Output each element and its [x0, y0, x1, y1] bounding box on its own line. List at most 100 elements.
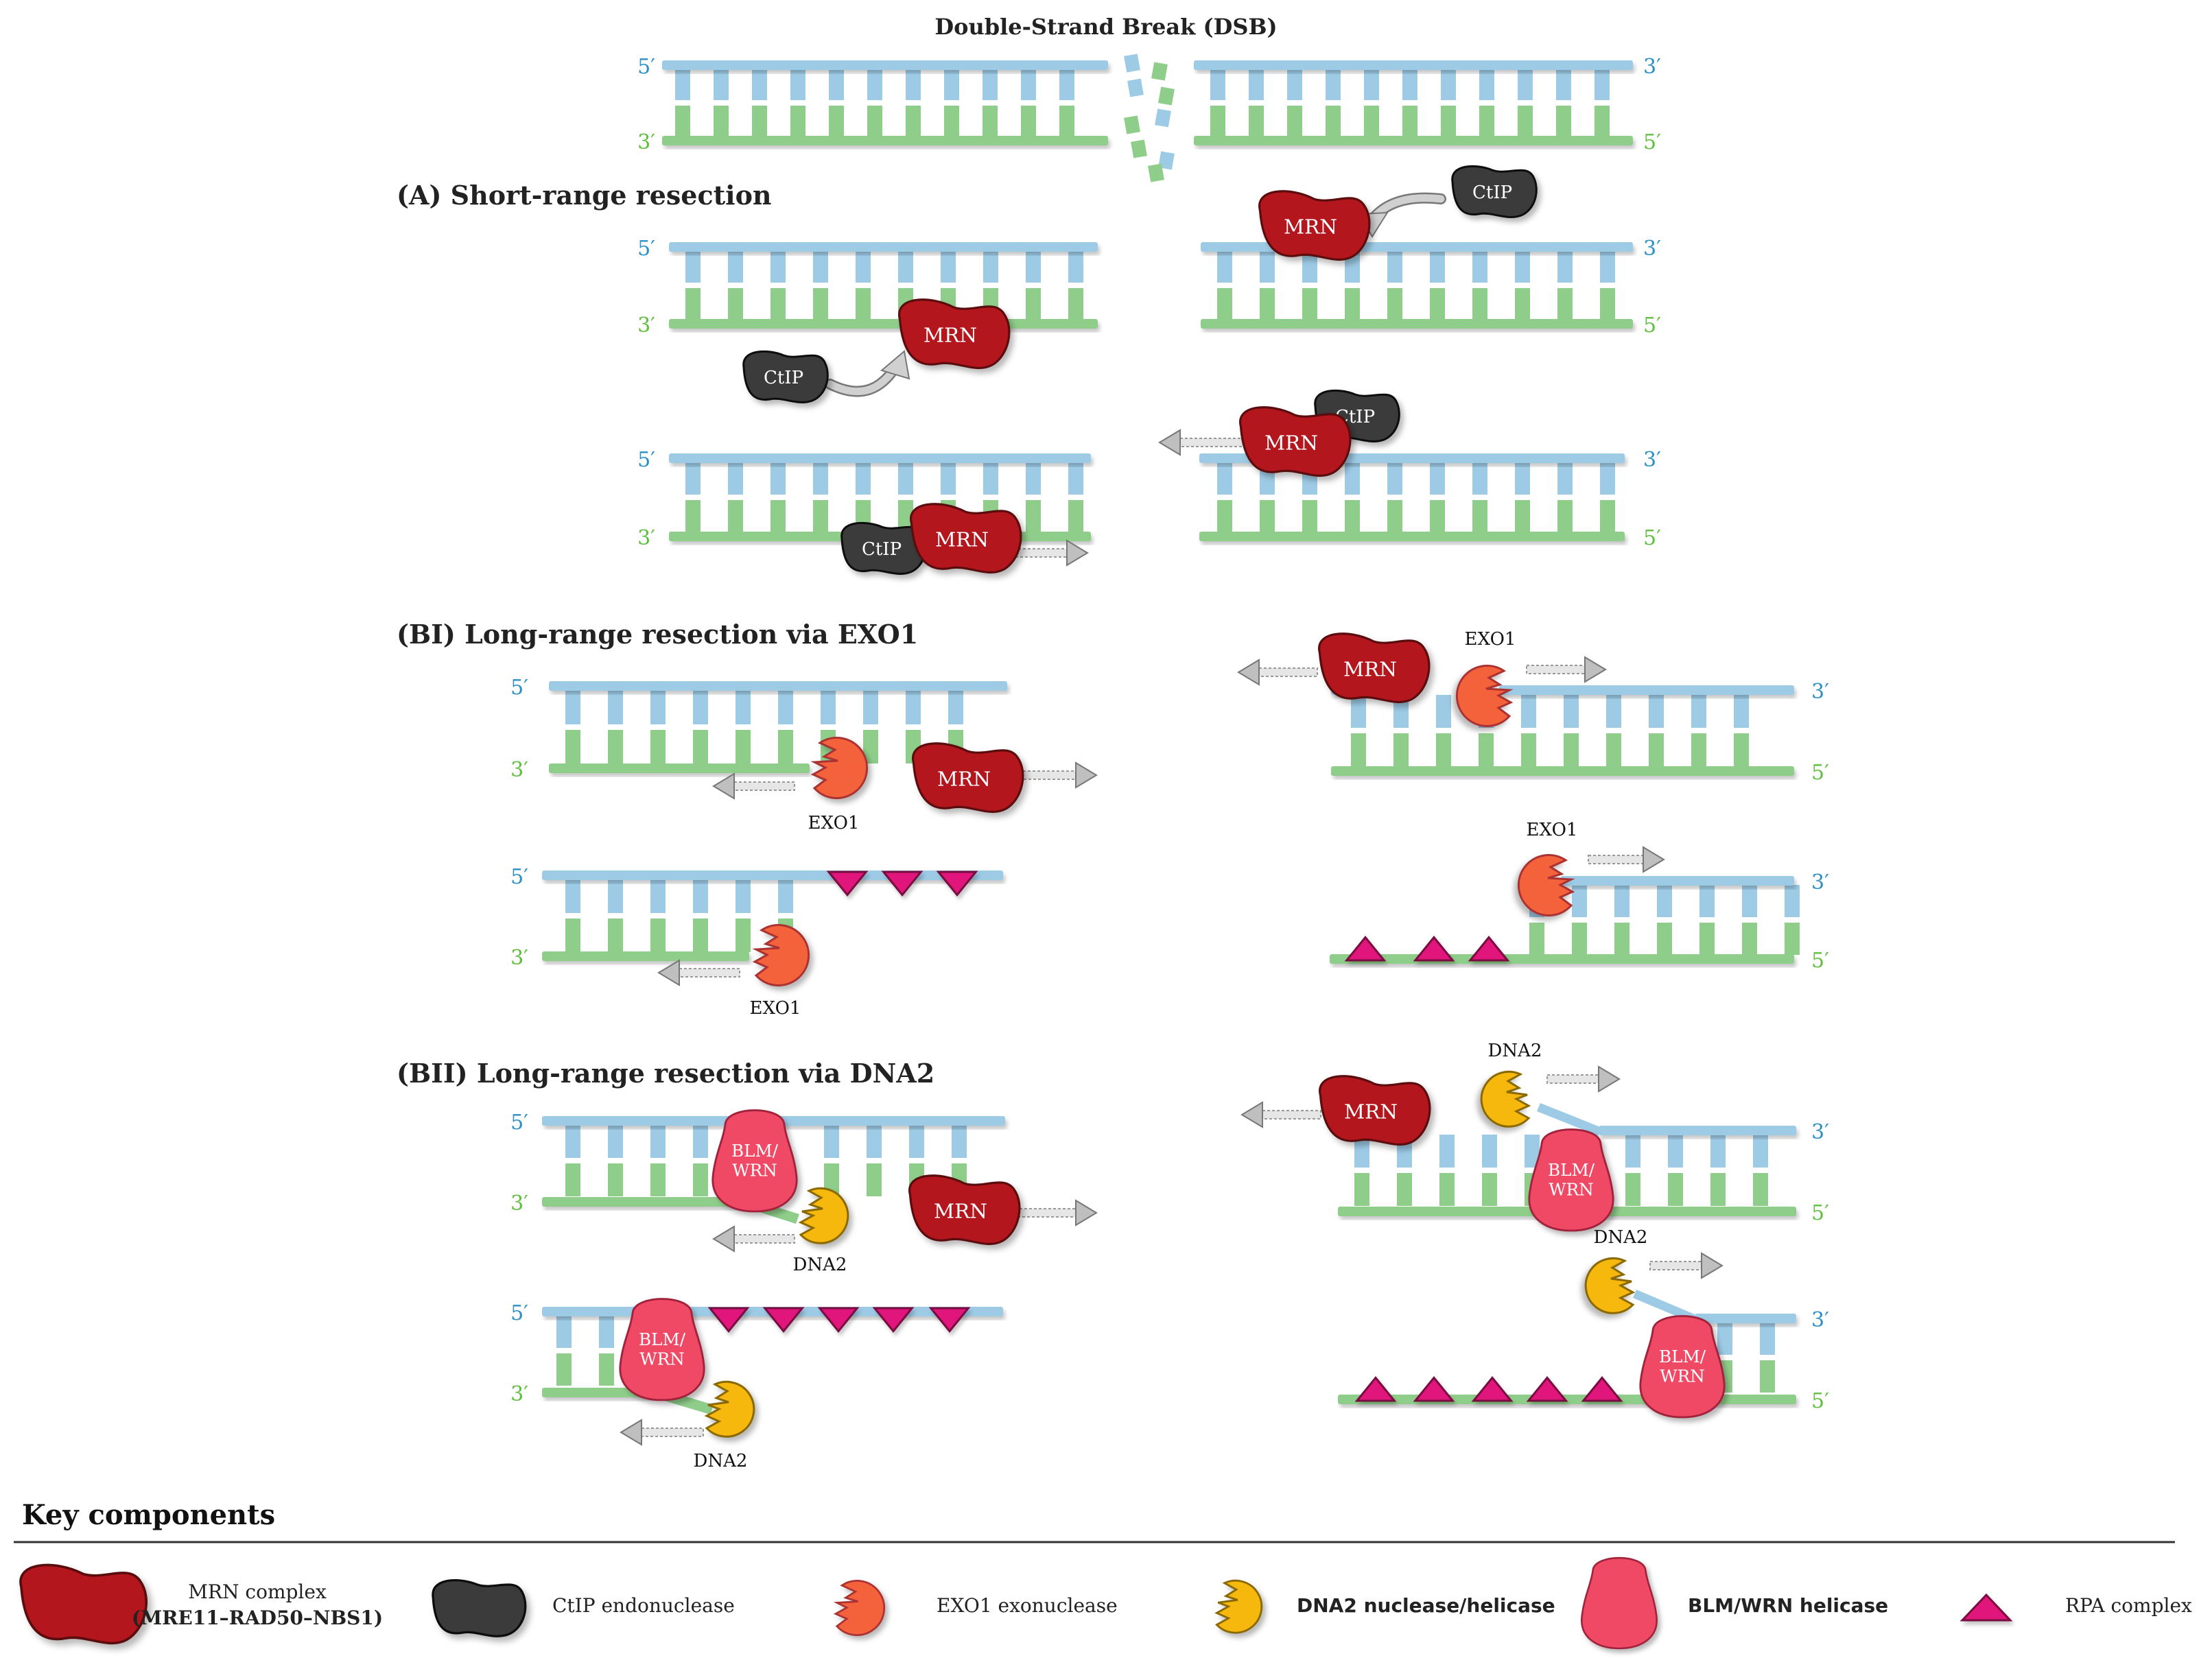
bi1-right-top-strand: [1499, 685, 1794, 695]
bi2-left-exo1: [753, 923, 810, 986]
key-ctip-blob-shape: [432, 1578, 527, 1637]
bi2-right-rung-bottom: [1572, 923, 1587, 955]
bii2-left-rung-bottom: [599, 1353, 614, 1386]
exo1-label: EXO1: [1465, 629, 1516, 650]
section-bii-heading: (BII) Long-range resection via DNA2: [397, 1058, 934, 1089]
blm-label-line1: BLM/: [1548, 1160, 1595, 1180]
strand-end-label: 5′: [637, 237, 655, 261]
bii1-right-rung-top: [1482, 1135, 1497, 1168]
curved-arrow-head: [880, 350, 910, 380]
bii2-right-arrow-right-icon: [1649, 1252, 1723, 1279]
exo1-label: EXO1: [808, 813, 860, 833]
strand-end-label: 5′: [1811, 761, 1829, 785]
bii1-left-rung-bottom: [565, 1163, 580, 1196]
bii1-right-rung-top: [1625, 1135, 1640, 1168]
bii1-left-rung-bottom: [650, 1163, 666, 1196]
dsb-left-rung-top: [675, 70, 690, 100]
arrow-head: [620, 1419, 642, 1446]
key-dna2-pacman-icon: [1215, 1579, 1263, 1634]
dsb-right-rung-bottom: [1287, 106, 1302, 136]
bii2-left-rpa-4: [928, 1307, 971, 1333]
dsb-left-rung-bottom: [714, 106, 729, 136]
a1-right-rung-bottom: [1472, 288, 1487, 319]
strand-end-label: 3′: [1811, 1120, 1829, 1144]
a1-left-rung-bottom: [770, 288, 786, 319]
ctip-label: CtIP: [862, 539, 902, 560]
broken-fragment: [1124, 115, 1140, 134]
a2-left-rung-top: [685, 463, 701, 495]
dsb-left-rung-bottom: [867, 106, 882, 136]
bii1-left-rung-top: [909, 1125, 924, 1158]
a2-right-rung-bottom: [1217, 500, 1232, 532]
dsb-right-rung-top: [1326, 70, 1341, 100]
bi2-left-rung-top: [693, 879, 708, 913]
bi1-right-rung-top: [1436, 695, 1451, 728]
bi1-left-rung-top: [906, 691, 921, 724]
bi2-left-rung-top: [736, 879, 751, 913]
bii1-right-rung-top: [1354, 1135, 1369, 1168]
bii1-right-rung-bottom: [1439, 1173, 1455, 1206]
bi2-left-rpa-0: [826, 871, 869, 897]
bi2-right-rung-top: [1657, 885, 1672, 917]
a1-right-rung-bottom: [1430, 288, 1445, 319]
bi1-left-rung-bottom: [650, 730, 666, 763]
mrn-label: MRN: [923, 324, 977, 347]
bi1-left-rung-bottom: [693, 730, 708, 763]
bi1-right-rung-bottom: [1479, 733, 1494, 766]
dsb-right-rung-top: [1249, 70, 1264, 100]
broken-fragment: [1155, 108, 1171, 128]
bi1-left-arrow-left-icon: [712, 772, 795, 800]
bii1-left-rung-bottom: [608, 1163, 623, 1196]
bi1-right-rung-top: [1734, 695, 1749, 728]
strand-end-label: 3′: [1811, 871, 1829, 895]
a1-left-rung-bottom: [856, 288, 871, 319]
key-exo1-pacman-shape: [834, 1580, 886, 1636]
bi2-right-bottom-strand: [1330, 954, 1794, 964]
a1-right-rung-top: [1430, 252, 1445, 283]
broken-fragment: [1131, 139, 1147, 158]
bi1-left-bottom-strand-a: [549, 763, 810, 773]
strand-end-label: 5′: [1643, 130, 1661, 154]
a2-right-rung-top: [1600, 463, 1615, 495]
bi2-right-rpa-0: [1344, 936, 1387, 962]
bii1-right-rung-bottom: [1482, 1173, 1497, 1206]
bi2-right-rung-bottom: [1529, 923, 1544, 955]
dsb-right-rung-top: [1441, 70, 1456, 100]
bi2-left-rpa-1: [881, 871, 923, 897]
arrow-shaft: [1649, 1261, 1702, 1270]
strand-end-label: 3′: [1811, 1308, 1829, 1332]
a2-right-rung-top: [1430, 463, 1445, 495]
bi1-left-rung-top: [608, 691, 623, 724]
bi1-left-rung-top: [863, 691, 878, 724]
page-title: Double-Strand Break (DSB): [934, 14, 1277, 40]
strand-end-label: 3′: [1643, 448, 1661, 472]
dsb-right-rung-bottom: [1479, 106, 1494, 136]
dna2-label: DNA2: [694, 1451, 748, 1471]
bi2-right-arrow-right-icon: [1588, 846, 1665, 873]
bi1-left-top-strand: [549, 681, 1007, 691]
bii1-left-rung-bottom: [867, 1163, 882, 1196]
arrow-shaft: [1546, 1074, 1599, 1084]
dsb-left-rung-bottom: [790, 106, 805, 136]
key-mrn-blob-icon: [19, 1563, 148, 1645]
bi2-right-rung-top: [1785, 885, 1800, 917]
bii2-right-rpa-4: [1581, 1376, 1623, 1402]
bii2-right-top-strand: [1695, 1314, 1796, 1323]
a1-left-mrn: MRN: [897, 298, 1011, 370]
strand-end-label: 5′: [1811, 1201, 1829, 1225]
a2-left-rung-bottom: [728, 500, 743, 532]
a2-right-rung-bottom: [1600, 500, 1615, 532]
arrow-head: [1701, 1252, 1723, 1279]
bii1-right-rung-top: [1668, 1135, 1683, 1168]
strand-end-label: 3′: [637, 130, 655, 154]
broken-fragment: [1124, 54, 1140, 73]
broken-fragment: [1148, 163, 1164, 182]
arrow-shaft: [1588, 855, 1644, 864]
bii2-left-rung-top: [599, 1316, 614, 1348]
exo1-pacman-shape: [753, 923, 810, 986]
a1-left-ctip: CtIP: [742, 350, 829, 404]
a1-left-rung-bottom: [685, 288, 701, 319]
bi1-right-rung-bottom: [1351, 733, 1366, 766]
a2-right-rung-top: [1387, 463, 1402, 495]
